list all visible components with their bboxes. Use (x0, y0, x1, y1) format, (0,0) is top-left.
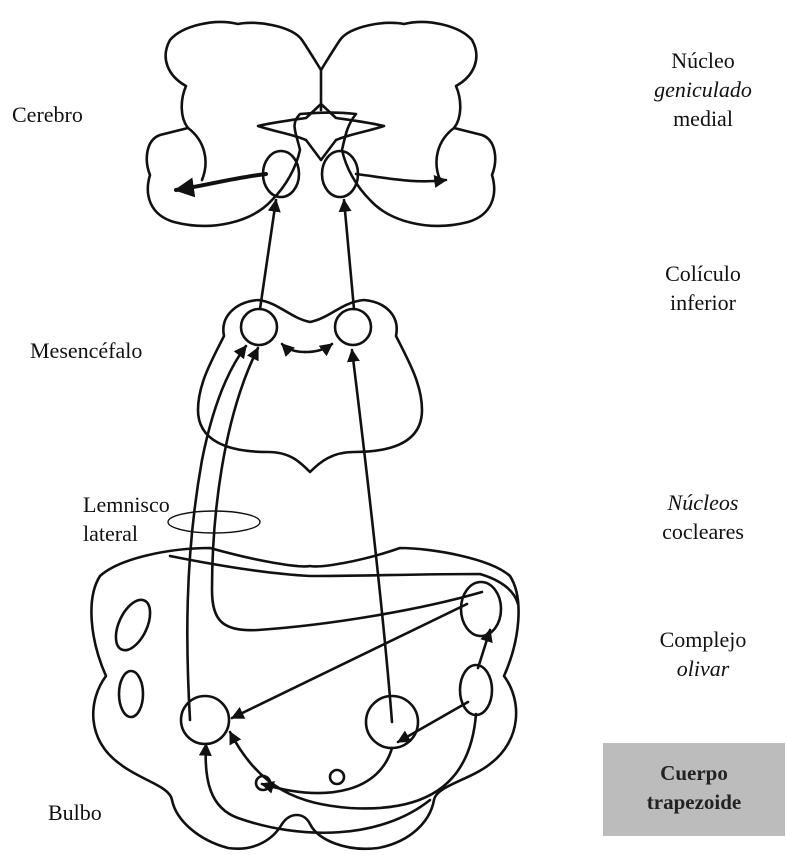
cross-to-left-olive (232, 604, 467, 718)
right-geniculate-nucleus (322, 151, 358, 197)
cerebrum-outline (147, 22, 495, 226)
left-temporal-outline (188, 128, 206, 180)
cochlear-to-olive-arrow (398, 702, 468, 742)
commissural-arrow-left (282, 344, 305, 352)
label-nucleos-cocleares: Núcleos cocleares (628, 488, 778, 546)
label-lemnisco-lateral-line2: lateral (83, 519, 170, 548)
trapezoid-nucleus-right (330, 770, 344, 784)
left-lemniscus-fiber-2 (212, 348, 482, 630)
trapezoid-fiber-3 (206, 744, 430, 833)
right-lower-olive (460, 665, 492, 715)
label-bulbo: Bulbo (48, 798, 102, 827)
right-cortex-projection (356, 174, 446, 181)
trapezoid-fiber-1 (262, 748, 392, 793)
label-mesencefalo: Mesencéfalo (30, 336, 142, 365)
label-lemnisco-lateral: Lemnisco lateral (83, 490, 170, 548)
right-colliculus-to-geniculate (344, 200, 354, 309)
medulla-outline (91, 548, 518, 849)
label-cuerpo-trapezoide: Cuerpo trapezoide (603, 743, 785, 836)
label-cerebro: Cerebro (12, 100, 83, 129)
right-temporal-outline (436, 128, 454, 180)
label-nucleo-geniculado-medial: Núcleo geniculado medial (628, 46, 778, 133)
left-cortex-projection (176, 174, 266, 190)
label-coliculo-inferior: Colículo inferior (628, 259, 778, 317)
right-upper-olive (461, 582, 501, 636)
left-lower-oval (119, 671, 143, 717)
right-lemniscus-fiber (352, 350, 392, 722)
left-inferior-colliculus (241, 309, 277, 345)
left-upper-oval (109, 595, 157, 656)
label-complejo-olivar: Complejo olivar (628, 625, 778, 683)
left-colliculus-to-geniculate (260, 200, 276, 309)
right-inferior-colliculus (335, 309, 371, 345)
commissural-arrow-right (305, 344, 332, 352)
trapezoid-fiber-2 (230, 714, 476, 808)
midbrain-outline (198, 300, 422, 472)
